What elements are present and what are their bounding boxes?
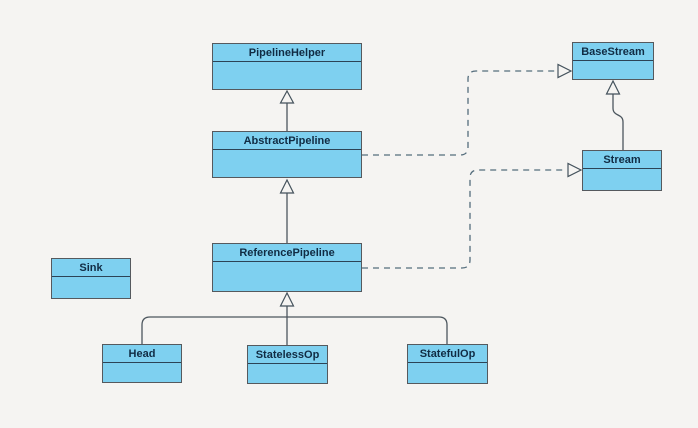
class-title: PipelineHelper: [213, 44, 361, 62]
generalization-arrowhead-basestream: [605, 79, 621, 95]
class-title: StatefulOp: [408, 345, 487, 363]
class-attributes-section: [52, 277, 130, 298]
class-node-pipelinehelper[interactable]: PipelineHelper: [212, 43, 362, 90]
generalization-arrowhead-pipelinehelper: [279, 89, 295, 104]
class-node-head[interactable]: Head: [102, 344, 182, 383]
class-node-basestream[interactable]: BaseStream: [572, 42, 654, 80]
class-title: Head: [103, 345, 181, 363]
realization-arrowhead-basestream: [557, 63, 573, 79]
edge-subclasses-to-referencepipeline: [141, 316, 448, 344]
class-node-sink[interactable]: Sink: [51, 258, 131, 299]
class-title: BaseStream: [573, 43, 653, 61]
class-title: ReferencePipeline: [213, 244, 361, 262]
class-title: AbstractPipeline: [213, 132, 361, 150]
edge-referencepipeline-to-stream: [362, 169, 567, 269]
class-title: Sink: [52, 259, 130, 277]
class-attributes-section: [213, 262, 361, 291]
generalization-arrowhead-referencepipeline: [279, 291, 295, 307]
class-attributes-section: [408, 363, 487, 383]
edge-stream-to-basestream: [612, 94, 624, 150]
class-title: Stream: [583, 151, 661, 169]
edge-abstractpipeline-to-basestream: [362, 70, 557, 156]
generalization-arrowhead-abstractpipeline: [279, 178, 295, 194]
class-node-abstractpipeline[interactable]: AbstractPipeline: [212, 131, 362, 178]
class-attributes-section: [583, 169, 661, 190]
class-node-statelessop[interactable]: StatelessOp: [247, 345, 328, 384]
class-node-stream[interactable]: Stream: [582, 150, 662, 191]
class-attributes-section: [248, 364, 327, 383]
class-title: StatelessOp: [248, 346, 327, 364]
class-node-statefulop[interactable]: StatefulOp: [407, 344, 488, 384]
class-attributes-section: [213, 62, 361, 89]
class-attributes-section: [213, 150, 361, 177]
class-attributes-section: [103, 363, 181, 382]
realization-arrowhead-stream: [567, 162, 583, 178]
class-attributes-section: [573, 61, 653, 79]
class-node-referencepipeline[interactable]: ReferencePipeline: [212, 243, 362, 292]
